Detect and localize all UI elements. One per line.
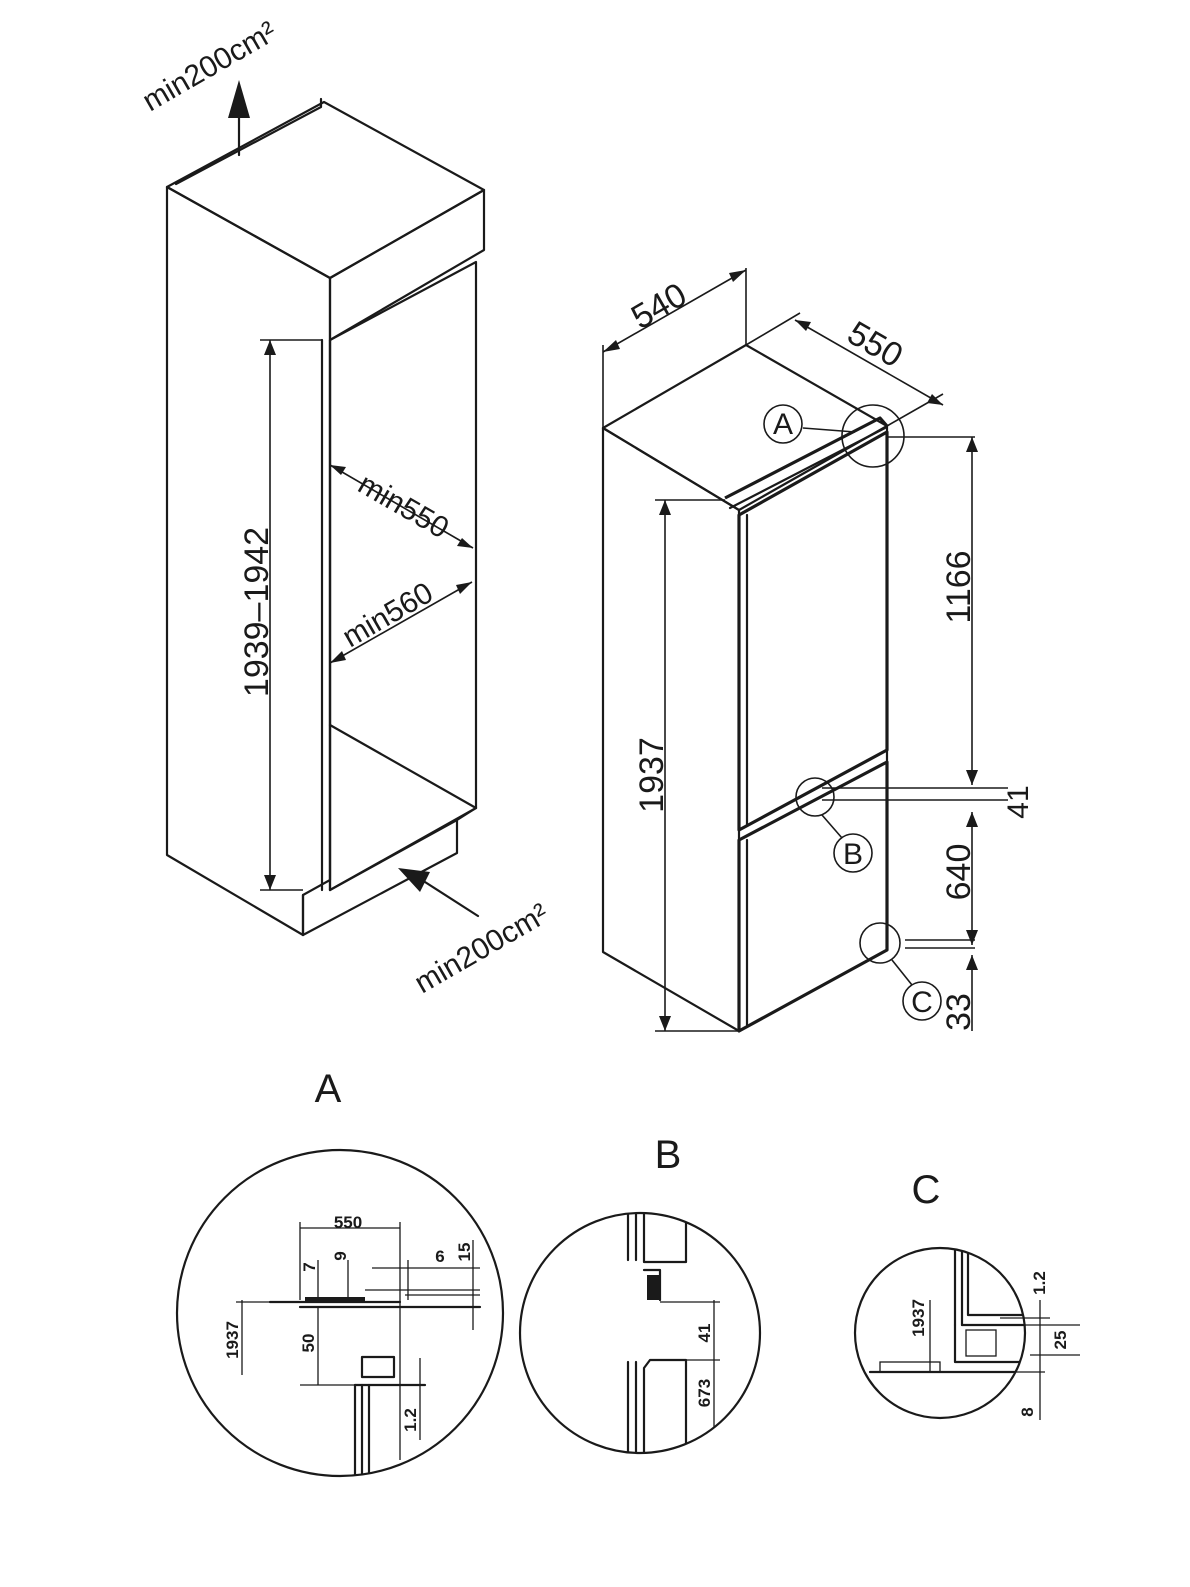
- detail-c-1-2: 1.2: [1030, 1271, 1049, 1295]
- niche-width-label: min560: [337, 576, 439, 654]
- niche-depth-dimension: min550: [329, 464, 474, 549]
- detail-c-1937: 1937: [909, 1299, 928, 1337]
- detail-b-673: 673: [695, 1379, 714, 1407]
- appliance-width-label: 540: [625, 276, 693, 337]
- appliance-depth-label: 550: [841, 314, 909, 375]
- detail-a-7: 7: [300, 1262, 319, 1271]
- upper-door-label: 1166: [940, 550, 978, 623]
- ventilation-bottom-label: min200cm²: [409, 897, 554, 1000]
- appliance-door-dimensions: 1166 41 640 33: [822, 436, 1035, 1031]
- detail-a-550: 550: [334, 1213, 362, 1232]
- niche-cabinet: [165, 97, 486, 937]
- detail-c: 1937 1.2 25 8: [853, 1246, 1080, 1420]
- appliance-height-dimension: 1937: [633, 499, 739, 1032]
- detail-c-25: 25: [1051, 1331, 1070, 1350]
- lower-door-label: 640: [940, 844, 978, 901]
- detail-a-15: 15: [455, 1243, 474, 1262]
- callout-c: C: [859, 922, 942, 1021]
- detail-b-41: 41: [695, 1324, 714, 1343]
- detail-b: 41 673: [518, 1211, 762, 1455]
- gap-label: 41: [1002, 785, 1035, 818]
- ventilation-top-label: min200cm²: [137, 15, 282, 118]
- appliance-lower-door: [737, 760, 889, 1033]
- niche-top-face: [165, 100, 486, 280]
- appliance-top-face: [601, 343, 889, 512]
- detail-a-title: A: [315, 1067, 342, 1111]
- appliance-width-dimension: 540: [602, 268, 747, 428]
- niche-top-rail: [328, 188, 486, 342]
- callout-b-letter: B: [843, 838, 863, 871]
- appliance-upper-door: [737, 430, 889, 832]
- detail-a: 550 9 7 6 15 1937 50 1.2: [175, 1148, 505, 1478]
- bottom-offset-label: 33: [940, 993, 978, 1031]
- detail-a-1-2: 1.2: [401, 1408, 420, 1432]
- ventilation-bottom-arrow: min200cm²: [398, 868, 554, 1000]
- appliance-height-label: 1937: [633, 737, 671, 813]
- detail-a-1937: 1937: [223, 1321, 242, 1359]
- detail-b-title: B: [655, 1133, 682, 1177]
- detail-c-8: 8: [1018, 1407, 1037, 1416]
- callout-c-letter: C: [911, 986, 933, 1019]
- niche-depth-label: min550: [353, 467, 455, 545]
- callout-a: A: [763, 404, 905, 468]
- callout-b: B: [795, 777, 873, 873]
- detail-a-50: 50: [299, 1334, 318, 1353]
- appliance-side: [601, 426, 741, 1033]
- niche-height-dimension: 1939–1942: [238, 339, 322, 891]
- detail-c-title: C: [912, 1168, 941, 1212]
- niche-width-dimension: min560: [329, 576, 473, 664]
- niche-height-label: 1939–1942: [238, 527, 276, 697]
- ventilation-top-arrow: min200cm²: [137, 15, 282, 157]
- callout-a-letter: A: [773, 408, 793, 441]
- detail-a-6: 6: [435, 1247, 444, 1266]
- detail-a-9: 9: [331, 1251, 350, 1260]
